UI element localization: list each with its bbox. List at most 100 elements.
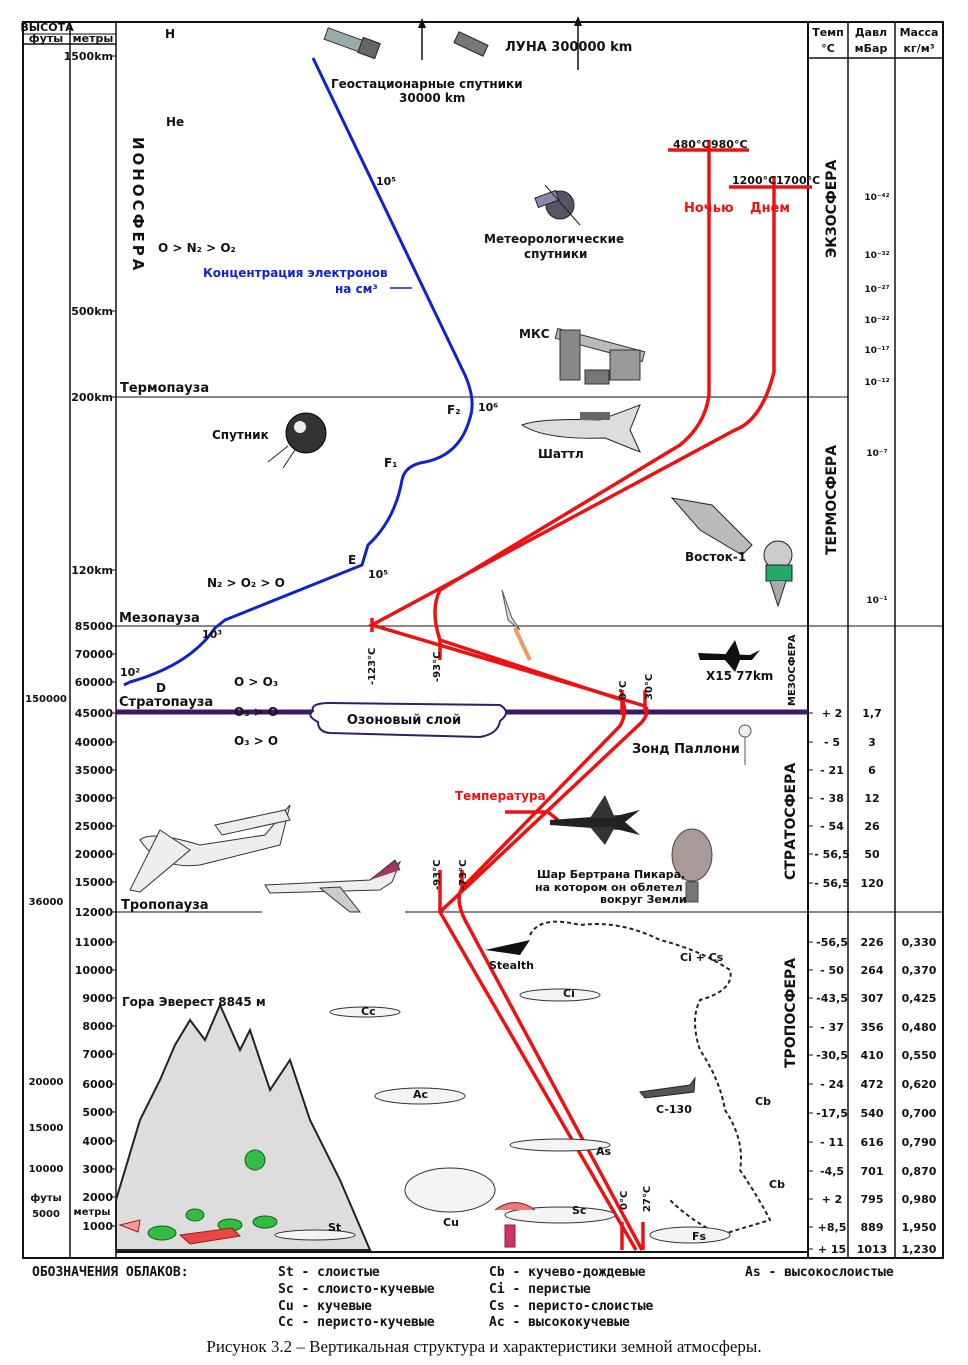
c130-plane-icon [639,1076,696,1099]
table-temp-cell: - 37 [820,1021,844,1034]
layer-stratosphere: СТРАТОСФЕРА [783,763,799,880]
legend-St: St - слоистые [278,1265,380,1280]
meteo-satellite-icon [534,184,581,226]
table-pressure-cell: 226 [861,936,884,949]
meters-tick-label: 40000 [75,736,114,749]
fighter-jet-icon [550,795,640,845]
temp-480: 480°C [673,138,710,151]
table-pressure-cell: 12 [864,792,879,805]
table-pressure-cell: 701 [861,1165,884,1178]
layer-exosphere: ЭКЗОСФЕРА [824,159,840,258]
exosphere-mass-label: 10⁻³² [864,251,889,261]
table-pressure-cell: 264 [861,964,884,977]
table-temp-cell: +8,5 [818,1221,847,1234]
temp-1200: 1200°C [732,174,776,187]
table-mass-cell: 1,230 [902,1243,937,1256]
meters-tick-label: 1500km [64,50,113,63]
meters-tick-label: 200km [71,391,113,404]
shuttle-label: Шаттл [538,447,584,461]
meters-tick-label: 45000 [75,707,114,720]
feet-tick-label: 20000 [29,1077,64,1088]
green-bushes [147,1149,278,1241]
mass-header: Масса [900,26,939,39]
shuttle-icon [520,404,641,453]
cloud-Sc-label: Sc [572,1204,586,1217]
table-temp-cell: -17,5 [816,1107,848,1120]
cloud-shapes [274,988,731,1244]
temp-mark-30: 30°C [644,674,655,700]
cloud-Cc-label: Cc [361,1005,376,1018]
electron-10-5-top: 10⁵ [376,175,396,188]
exosphere-mass-label: 10⁻⁷ [866,449,887,459]
meters-tick-label: 120km [71,564,113,577]
temp-mark-0: 0°C [618,681,629,700]
legend-Cb: Cb - кучево-дождевые [489,1265,646,1280]
legend-Cc: Cc - перисто-кучевые [278,1315,435,1330]
layer-D: D [156,681,166,695]
table-mass-cell: 0,870 [902,1165,937,1178]
table-mass-cell: 0,480 [902,1021,937,1034]
frame [22,21,944,1259]
piccard-balloon-icon [671,828,713,903]
meters-tick-label: 12000 [75,906,114,919]
thermopause-label: Термопауза [120,381,209,396]
temp-mark-73: -73°C [458,860,469,890]
cloud-Cu-label: Cu [443,1216,459,1229]
sonde-balloon-icon [738,724,752,765]
table-temp-cell: -4,5 [820,1165,844,1178]
everest-label: Гора Эверест 8845 м [122,995,266,1009]
layer-E: E [348,553,356,567]
hydrogen-label: H [165,27,175,41]
stealth-label: Stealth [489,959,534,972]
feet-tick-label: 15000 [29,1123,64,1134]
meters-tick-label: 4000 [82,1135,113,1148]
meteo-sat-label-1: Метеорологические [484,232,624,246]
table-mass-cell: 0,330 [902,936,937,949]
balloon-label-3: вокруг Земли [600,893,687,906]
vostok-icon [670,497,793,608]
exosphere-mass-label: 10⁻⁴² [864,193,889,203]
table-temp-cell: -43,5 [816,992,848,1005]
table-temp-cell: - 38 [820,792,844,805]
table-mass-cell: 0,980 [902,1193,937,1206]
chem-label-4: O₃ > O [234,705,278,719]
table-temp-cell: + 2 [822,707,843,720]
table-pressure-cell: 472 [861,1078,884,1091]
exosphere-mass-label: 10⁻²² [864,316,889,326]
cloud-Cb2-label: Cb [769,1178,785,1191]
table-pressure-cell: 1,7 [862,707,882,720]
meters-tick-label: 20000 [75,848,114,861]
table-temp-cell: + 2 [822,1193,843,1206]
feet-header: футы [29,32,63,45]
layer-ionosphere: ИОНОСФЕРА [129,137,147,273]
pressure-unit: мБар [855,42,888,55]
meters-tick-label: 9000 [82,992,113,1005]
ozone-layer-cloud [309,701,507,739]
meters-tick-label: 8000 [82,1020,113,1033]
table-temp-cell: - 50 [820,964,844,977]
table-mass-cell: 0,620 [902,1078,937,1091]
ultralight-plane-icon [118,1219,242,1245]
table-pressure-cell: 540 [861,1107,884,1120]
feet-tick-label: футы [30,1192,61,1204]
meters-tick-label: 2000 [82,1191,113,1204]
stratopause-label: Стратопауза [119,695,213,710]
temp-mark-ground-27: 27°C [642,1186,653,1212]
geostationary-satellite-icon [323,27,381,60]
cloud-Ci-label: Ci [563,987,575,1000]
geo-sat-label-1: Геостационарные спутники [331,77,523,91]
night-label: Ночью [684,201,734,216]
electron-10-2: 10² [120,666,140,679]
spaceship-carrier-icon [129,804,291,893]
exosphere-mass-label: 10⁻¹ [866,596,887,606]
legend-Ci: Ci - перистые [489,1282,591,1297]
feet-tick-label: 5000 [32,1209,60,1220]
meters-tick-label: 6000 [82,1078,113,1091]
meters-tick-label: 30000 [75,792,114,805]
table-pressure-cell: 889 [861,1221,884,1234]
balloon-label-2: на котором он облетел [535,881,683,894]
table-pressure-cell: 26 [864,820,880,833]
height-title: ВЫСОТА [20,21,74,34]
